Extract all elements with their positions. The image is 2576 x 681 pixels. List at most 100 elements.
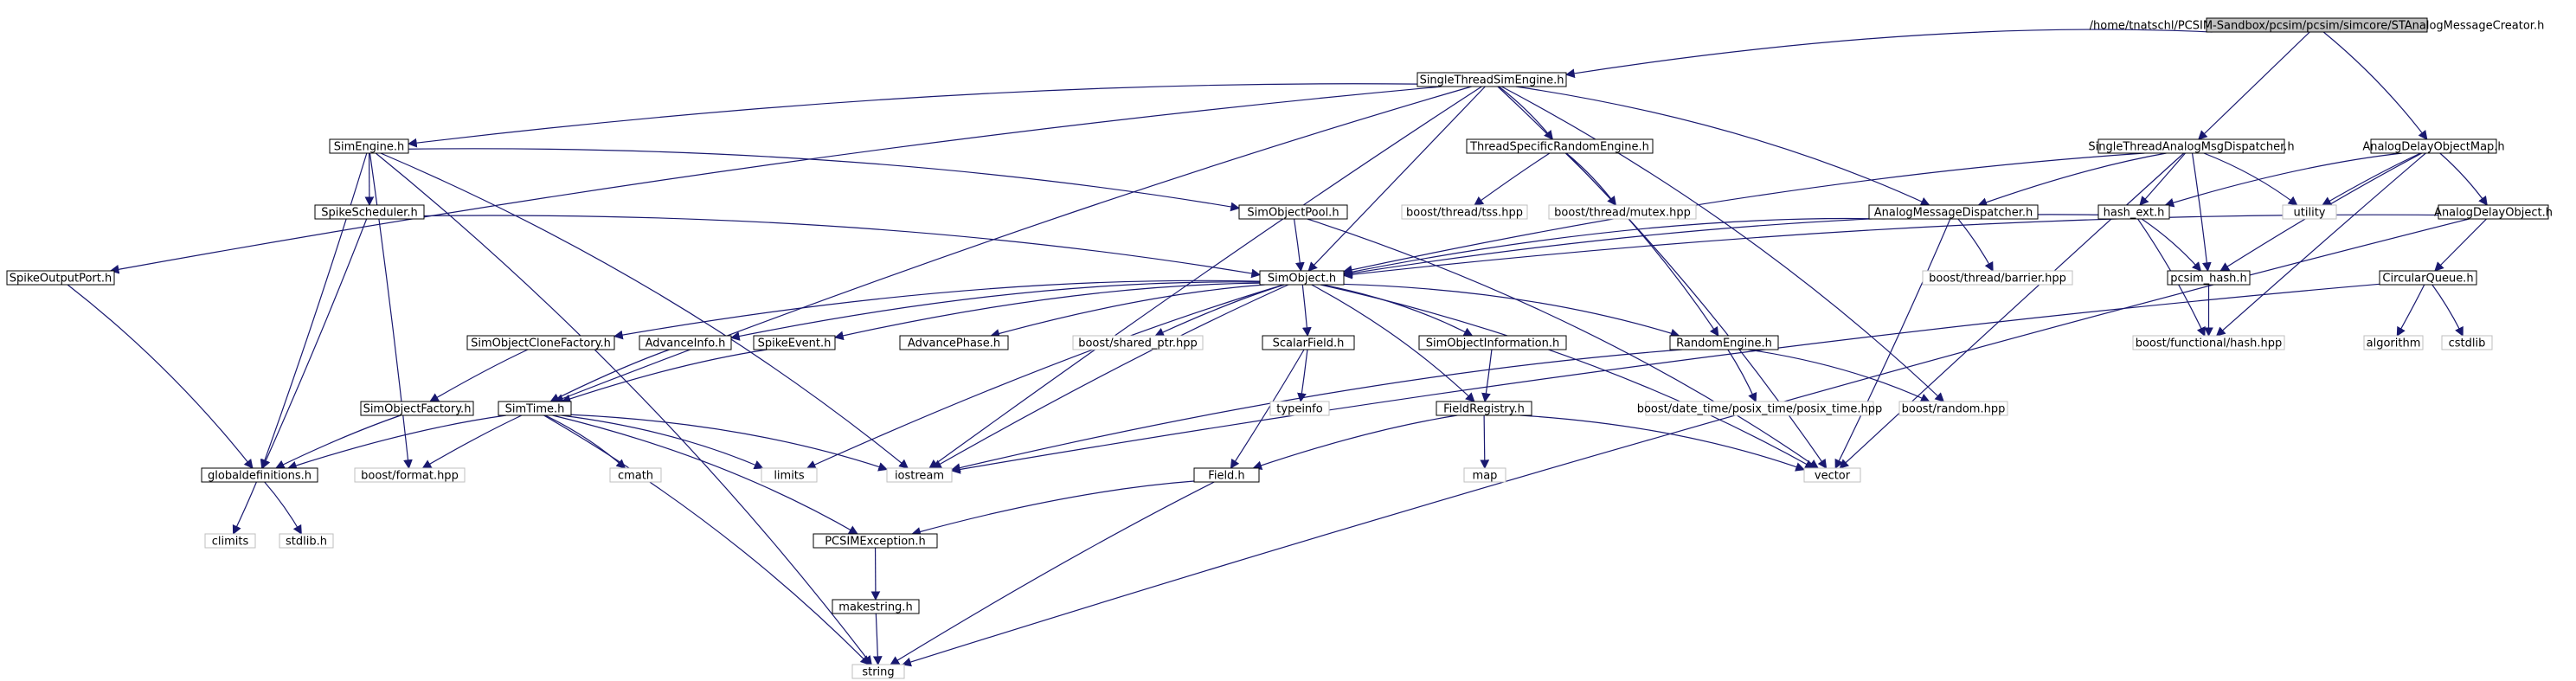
edge-simtime-to-globdef <box>287 414 507 471</box>
node-map: map <box>1463 467 1506 483</box>
node-soinfo[interactable]: SimObjectInformation.h <box>1418 335 1567 350</box>
edge-advinfo-to-simtime <box>549 349 670 402</box>
edge-amd-to-vector <box>1834 218 1951 469</box>
node-label: PCSIMException.h <box>825 536 926 549</box>
edge-simobj-to-socf <box>613 279 1261 340</box>
edge-simtime-to-cmath <box>544 414 626 469</box>
node-sop[interactable]: SpikeOutputPort.h <box>6 270 115 286</box>
node-utility: utility <box>2282 204 2337 220</box>
node-simobj[interactable]: SimObject.h <box>1259 270 1345 286</box>
node-label: SimObjectInformation.h <box>1426 337 1560 350</box>
edge-stamd-to-amd <box>1977 152 2167 207</box>
node-label: vector <box>1815 470 1851 483</box>
node-box <box>1466 138 1654 154</box>
node-label: SimObject.h <box>1268 273 1336 286</box>
node-label: boost/shared_ptr.hpp <box>1078 337 1198 350</box>
node-label: makestring.h <box>838 601 912 614</box>
node-root[interactable]: /home/tnatschl/PCSIM-Sandbox/pcsim/pcsim… <box>2090 17 2545 33</box>
node-label: SimObjectFactory.h <box>363 403 472 416</box>
node-cq[interactable]: CircularQueue.h <box>2379 270 2477 286</box>
node-label: limits <box>774 470 805 483</box>
node-pcsimhash[interactable]: pcsim_hash.h <box>2167 270 2251 286</box>
node-box <box>2363 335 2424 350</box>
node-globdef[interactable]: globaldefinitions.h <box>201 467 318 483</box>
node-label: ThreadSpecificRandomEngine.h <box>1469 141 1649 154</box>
node-ssched[interactable]: SpikeScheduler.h <box>314 204 425 220</box>
edge-sopool-to-simobj <box>1293 218 1305 273</box>
node-ado[interactable]: AnalogDelayObject.h <box>2434 204 2553 220</box>
node-box <box>1803 467 1861 483</box>
node-advph[interactable]: AdvancePhase.h <box>899 335 1009 350</box>
edge-simtime-to-string <box>543 414 870 665</box>
node-sopool[interactable]: SimObjectPool.h <box>1238 204 1348 220</box>
node-box <box>886 467 953 483</box>
edge-simtime-to-iostream <box>570 414 889 472</box>
node-label: boost/date_time/posix_time/posix_time.hp… <box>1637 403 1883 416</box>
node-hashext[interactable]: hash_ext.h <box>2097 204 2170 220</box>
edge-simobj-to-shptr <box>1154 284 1285 337</box>
node-bformat: boost/format.hpp <box>354 467 466 483</box>
node-stamd[interactable]: SingleThreadAnalogMsgDispatcher.h <box>2088 138 2295 154</box>
node-amd[interactable]: AnalogMessageDispatcher.h <box>1868 204 2039 220</box>
node-tsre[interactable]: ThreadSpecificRandomEngine.h <box>1466 138 1654 154</box>
node-label: RandomEngine.h <box>1676 337 1772 350</box>
node-brandom: boost/random.hpp <box>1898 401 2008 416</box>
edge-spev-to-simtime <box>561 349 768 404</box>
node-box <box>1645 401 1874 416</box>
node-scalar[interactable]: ScalarField.h <box>1262 335 1355 350</box>
node-fieldreg[interactable]: FieldRegistry.h <box>1436 401 1532 416</box>
node-box <box>761 467 818 483</box>
node-shptr: boost/shared_ptr.hpp <box>1072 335 1204 350</box>
node-adom[interactable]: AnalogDelayObjectMap.h <box>2362 138 2505 154</box>
edge-cq-to-cstdlib <box>2431 284 2464 337</box>
edge-root-to-adom <box>2322 31 2428 140</box>
node-posix: boost/date_time/posix_time/posix_time.hp… <box>1637 401 1883 416</box>
node-label: SingleThreadSimEngine.h <box>1420 74 1564 87</box>
node-box <box>1418 335 1567 350</box>
edge-fieldreg-to-map <box>1480 414 1490 470</box>
node-pcsimex[interactable]: PCSIMException.h <box>813 533 938 549</box>
node-advinfo[interactable]: AdvanceInfo.h <box>639 335 732 350</box>
edge-hashext-to-pcsimhash <box>2141 218 2202 272</box>
edge-stse-to-tsre <box>1498 86 1554 140</box>
node-mkstr[interactable]: makestring.h <box>832 599 920 614</box>
node-label: pcsim_hash.h <box>2170 273 2247 286</box>
node-label: SpikeEvent.h <box>758 337 832 350</box>
edge-cq-to-algo <box>2396 284 2425 337</box>
node-box <box>279 533 334 549</box>
node-stse[interactable]: SingleThreadSimEngine.h <box>1416 72 1567 87</box>
node-tss: boost/thread/tss.hpp <box>1401 204 1528 220</box>
node-sofact[interactable]: SimObjectFactory.h <box>360 401 474 416</box>
edge-simtime-to-pcsimex <box>552 414 858 535</box>
node-box <box>2097 204 2170 220</box>
node-box <box>851 664 905 679</box>
edge-layer <box>67 29 2488 667</box>
edge-simtime-to-bformat <box>421 414 523 469</box>
node-simeng[interactable]: SimEngine.h <box>329 138 409 154</box>
node-barrier: boost/thread/barrier.hpp <box>1922 270 2073 286</box>
edge-amd-to-simobj <box>1342 217 1885 277</box>
node-box <box>498 401 572 416</box>
node-box <box>2282 204 2337 220</box>
node-stdlib: stdlib.h <box>279 533 334 549</box>
edge-adom-to-hashext <box>2164 152 2403 208</box>
node-iostream: iostream <box>886 467 953 483</box>
edge-reng-to-iostream <box>950 349 1682 472</box>
edge-field-to-pcsimex <box>911 480 1195 536</box>
node-reng[interactable]: RandomEngine.h <box>1669 335 1779 350</box>
node-box <box>1868 204 2039 220</box>
node-label: SimObjectCloneFactory.h <box>471 337 611 350</box>
node-label: string <box>862 666 894 679</box>
edge-stamd-to-hashext <box>2139 152 2186 206</box>
node-spev[interactable]: SpikeEvent.h <box>753 335 836 350</box>
edge-ado-to-string <box>902 218 2470 667</box>
edge-simeng-to-sopool <box>408 148 1241 212</box>
node-label: SimTime.h <box>505 403 565 416</box>
node-field[interactable]: Field.h <box>1193 467 1260 483</box>
node-simtime[interactable]: SimTime.h <box>498 401 572 416</box>
node-socf[interactable]: SimObjectCloneFactory.h <box>466 335 615 350</box>
node-box <box>1463 467 1506 483</box>
edge-sopool-to-vector <box>1307 218 1819 469</box>
node-box <box>1262 335 1355 350</box>
